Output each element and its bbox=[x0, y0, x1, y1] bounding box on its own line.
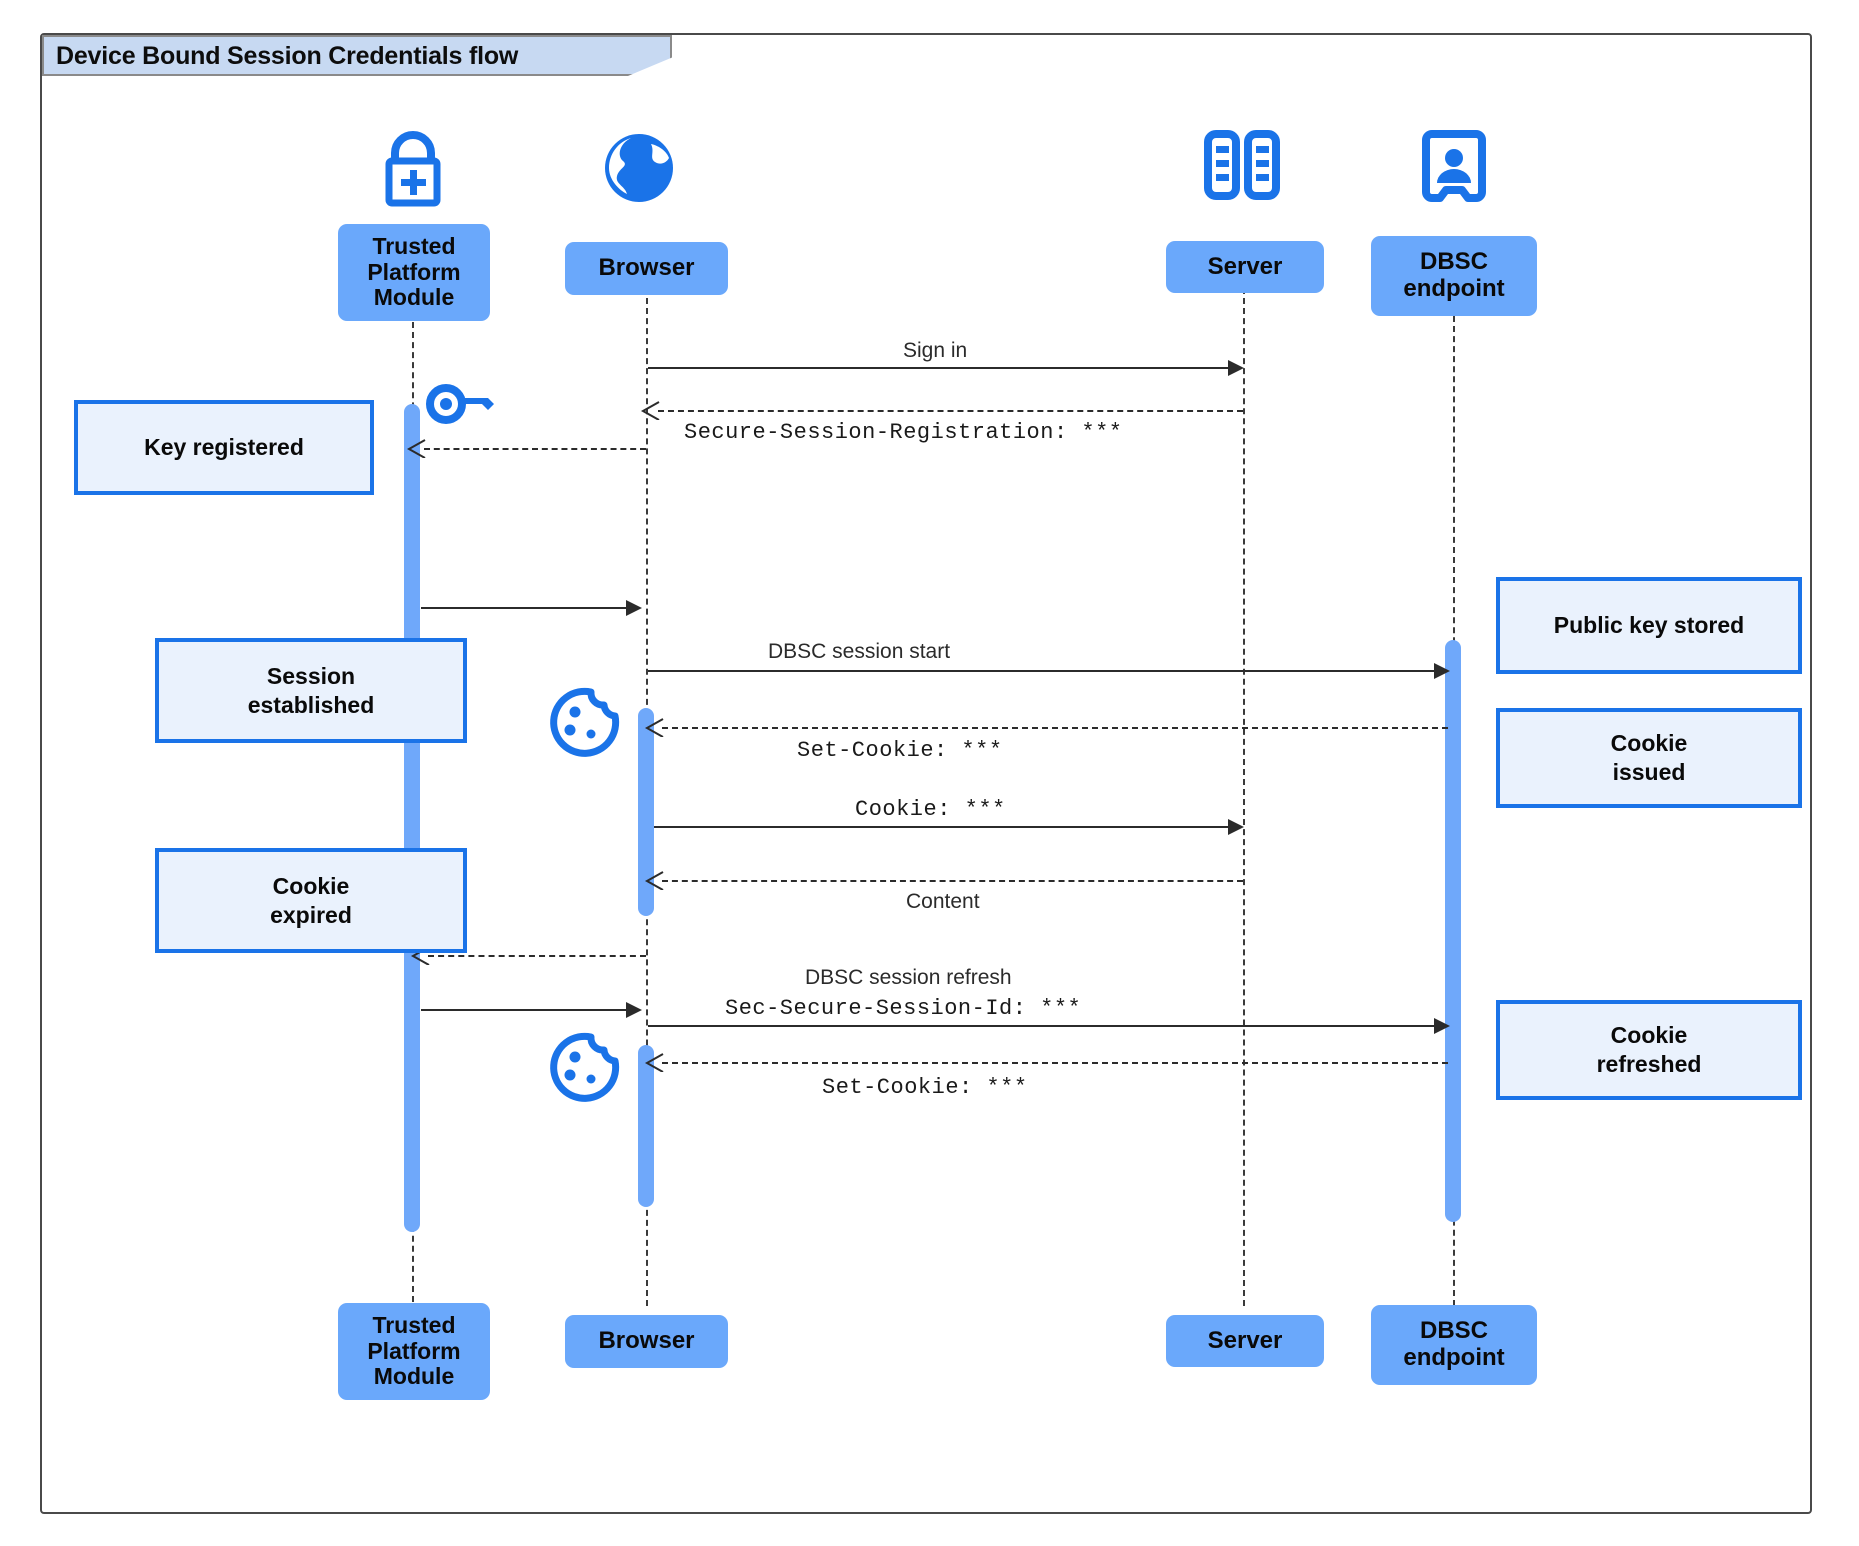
participant-label-dbsc-bottom-line2: endpoint bbox=[1403, 1344, 1505, 1371]
note-cookie-issued: Cookie issued bbox=[1496, 708, 1802, 808]
message-arrowhead-dbsc-session-start bbox=[1434, 663, 1450, 679]
note-session-established: Session established bbox=[155, 638, 467, 743]
activation-bar-tpm bbox=[404, 404, 420, 1232]
participant-label-tpm-line1: Trusted bbox=[372, 232, 456, 259]
message-arrowhead-set-cookie-2 bbox=[644, 1053, 664, 1072]
participant-box-tpm-bottom[interactable]: Trusted Platform Module bbox=[338, 1303, 490, 1400]
message-arrowhead-browser-to-tpm-register bbox=[406, 439, 426, 458]
key-icon bbox=[424, 380, 502, 433]
note-cookie-expired: Cookie expired bbox=[155, 848, 467, 953]
note-label-session-line1: Session bbox=[266, 662, 356, 689]
message-label-set-cookie-1: Set-Cookie: *** bbox=[797, 738, 1003, 763]
activation-bar-dbsc bbox=[1445, 640, 1461, 1222]
message-line-set-cookie-2 bbox=[662, 1062, 1448, 1064]
participant-box-dbsc-top[interactable]: DBSC endpoint bbox=[1371, 236, 1537, 316]
note-label-public-key-stored: Public key stored bbox=[1553, 612, 1745, 639]
server-rack-icon bbox=[1196, 128, 1288, 211]
cookie-icon-1 bbox=[546, 685, 622, 766]
message-label-dbsc-session-refresh: DBSC session refresh bbox=[805, 966, 1012, 989]
message-arrowhead-tpm-to-browser-refresh bbox=[626, 1002, 642, 1018]
message-label-sec-secure-session-id: Sec-Secure-Session-Id: *** bbox=[725, 996, 1082, 1021]
message-arrowhead-tpm-to-browser-key bbox=[626, 600, 642, 616]
message-line-cookie bbox=[654, 826, 1236, 828]
participant-label-browser: Browser bbox=[598, 254, 695, 282]
message-line-tpm-to-browser-refresh bbox=[421, 1009, 634, 1011]
lifeline-server bbox=[1243, 278, 1245, 1306]
message-arrowhead-cookie bbox=[1228, 819, 1244, 835]
participant-box-browser-top[interactable]: Browser bbox=[565, 242, 728, 295]
message-line-tpm-to-browser-key bbox=[421, 607, 634, 609]
participant-label-tpm-bottom-line2: Platform bbox=[367, 1337, 461, 1364]
message-arrowhead-content bbox=[644, 871, 664, 890]
note-label-cookie-refreshed-line1: Cookie bbox=[1610, 1022, 1688, 1049]
message-label-sign-in: Sign in bbox=[903, 339, 968, 362]
note-label-cookie-issued-line2: issued bbox=[1612, 759, 1686, 785]
participant-label-tpm-bottom-line1: Trusted bbox=[372, 1311, 456, 1338]
cookie-icon-2 bbox=[546, 1030, 622, 1111]
note-label-key-registered: Key registered bbox=[144, 434, 304, 461]
message-arrowhead-secure-session-registration bbox=[640, 401, 660, 420]
participant-box-server-top[interactable]: Server bbox=[1166, 241, 1324, 293]
participant-label-dbsc-line2: endpoint bbox=[1403, 275, 1505, 302]
note-label-session-line2: established bbox=[247, 691, 375, 718]
message-line-browser-to-tpm-register bbox=[424, 448, 646, 450]
participant-label-tpm-bottom-line3: Module bbox=[373, 1363, 455, 1390]
participant-box-dbsc-bottom[interactable]: DBSC endpoint bbox=[1371, 1305, 1537, 1385]
participant-label-dbsc-line1: DBSC bbox=[1419, 248, 1488, 276]
message-line-content bbox=[662, 880, 1243, 882]
participant-label-browser-bottom: Browser bbox=[598, 1327, 695, 1355]
participant-box-browser-bottom[interactable]: Browser bbox=[565, 1315, 728, 1368]
participant-box-server-bottom[interactable]: Server bbox=[1166, 1315, 1324, 1367]
message-label-content: Content bbox=[906, 890, 980, 913]
activation-bar-browser-2 bbox=[638, 1045, 654, 1207]
participant-label-dbsc-bottom-line1: DBSC bbox=[1419, 1317, 1488, 1345]
frame-title-tab bbox=[42, 35, 672, 76]
message-arrowhead-sign-in bbox=[1228, 360, 1244, 376]
message-line-secure-session-registration bbox=[658, 410, 1243, 412]
note-key-registered: Key registered bbox=[74, 400, 374, 495]
message-line-set-cookie-1 bbox=[662, 727, 1448, 729]
message-line-browser-to-tpm-refresh bbox=[428, 955, 646, 957]
message-label-dbsc-session-start: DBSC session start bbox=[768, 640, 951, 663]
participant-label-server: Server bbox=[1207, 252, 1283, 280]
participant-label-server-bottom: Server bbox=[1207, 1326, 1283, 1354]
note-cookie-refreshed: Cookie refreshed bbox=[1496, 1000, 1802, 1100]
note-label-cookie-expired-line2: expired bbox=[270, 901, 352, 928]
message-arrowhead-dbsc-session-refresh bbox=[1434, 1018, 1450, 1034]
participant-label-tpm-line2: Platform bbox=[367, 258, 461, 285]
note-label-cookie-issued-line1: Cookie bbox=[1610, 730, 1688, 757]
message-arrowhead-set-cookie-1 bbox=[644, 718, 664, 737]
id-badge-icon bbox=[1418, 128, 1490, 211]
lock-plus-icon bbox=[368, 128, 458, 213]
frame-title-label: Device Bound Session Credentials flow bbox=[56, 42, 519, 70]
globe-icon bbox=[597, 128, 681, 213]
message-label-set-cookie-2: Set-Cookie: *** bbox=[822, 1075, 1028, 1100]
activation-bar-browser-1 bbox=[638, 708, 654, 916]
note-label-cookie-refreshed-line2: refreshed bbox=[1596, 1051, 1702, 1077]
note-label-cookie-expired-line1: Cookie bbox=[272, 872, 350, 899]
participant-label-tpm-line3: Module bbox=[373, 284, 455, 311]
message-label-secure-session-registration: Secure-Session-Registration: *** bbox=[684, 420, 1123, 445]
message-line-dbsc-session-start bbox=[648, 670, 1448, 672]
participant-box-tpm-top[interactable]: Trusted Platform Module bbox=[338, 224, 490, 321]
message-line-sign-in bbox=[648, 367, 1236, 369]
note-public-key-stored: Public key stored bbox=[1496, 577, 1802, 674]
message-label-cookie: Cookie: *** bbox=[855, 797, 1006, 822]
message-line-dbsc-session-refresh bbox=[648, 1025, 1448, 1027]
